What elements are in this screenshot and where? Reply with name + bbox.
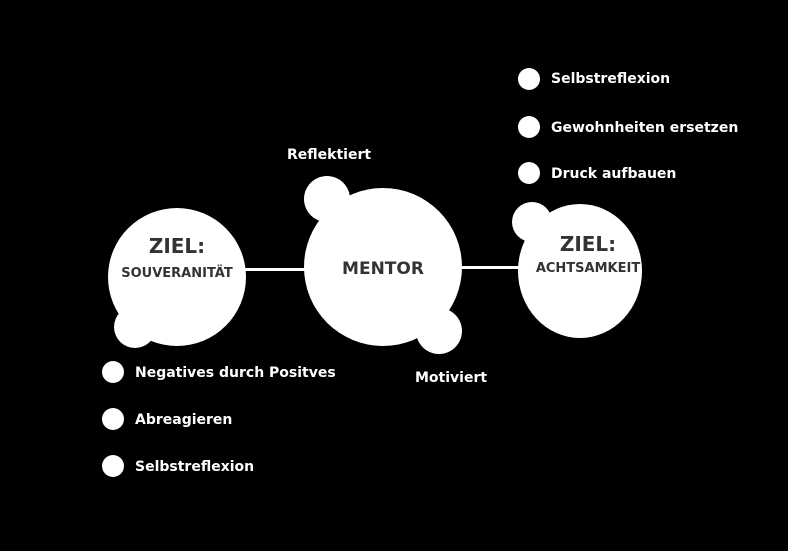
- left-list-bullet: [102, 361, 124, 383]
- right-node-title: ZIEL:: [559, 232, 617, 256]
- left-node-title: ZIEL:: [148, 234, 206, 258]
- right-list-bullet: [518, 162, 540, 184]
- left-list-item: Negatives durch Positves: [135, 365, 336, 381]
- mentor-circle: [304, 188, 462, 346]
- right-list-bullet: [518, 68, 540, 90]
- right-list-item: Druck aufbauen: [551, 166, 677, 182]
- left-list-item: Selbstreflexion: [135, 459, 255, 475]
- right-node-circle: [518, 204, 642, 338]
- left-node-subtitle: SOUVERANITÄT: [121, 266, 233, 281]
- right-node-subtitle: ACHTSAMKEIT: [535, 261, 641, 276]
- mentor-label-top: Reflektiert: [287, 147, 372, 163]
- mentor-label-bottom: Motiviert: [415, 370, 488, 386]
- left-node-circle: [108, 208, 246, 346]
- connector-right: [452, 266, 528, 269]
- right-list-item: Selbstreflexion: [551, 71, 671, 87]
- left-list-bullet: [102, 408, 124, 430]
- left-list-bullet: [102, 455, 124, 477]
- left-list-item: Abreagieren: [135, 412, 233, 428]
- right-list-bullet: [518, 116, 540, 138]
- right-list-item: Gewohnheiten ersetzen: [551, 120, 739, 136]
- connector-left: [240, 268, 310, 271]
- mentor-title: MENTOR: [342, 259, 424, 279]
